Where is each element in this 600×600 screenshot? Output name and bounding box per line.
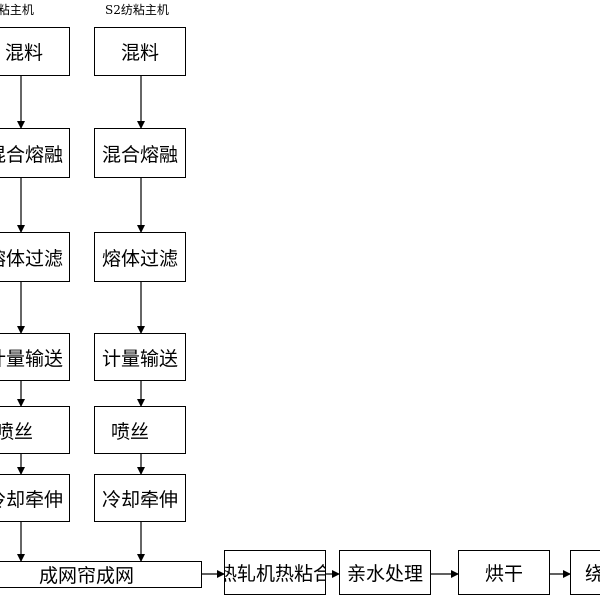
step-drying: 烘干 [458,550,550,595]
step-winding: 绕卷 [570,550,600,595]
s2-step-metering: 计量输送 [94,333,186,381]
s2-step-spinning: 喷丝 [94,406,186,454]
s1-step-spinning: 喷丝 [0,406,70,454]
s1-step-filtering: 熔体过滤 [0,232,70,282]
s1-step-mixing: 混料 [0,27,70,76]
s2-column-title: S2纺粘主机 [105,3,169,17]
s2-step-cooling: 冷却牵伸 [94,474,186,522]
s1-step-cooling: 冷却牵伸 [0,474,70,522]
s2-step-mixing: 混料 [94,27,186,76]
step-hot-rolling-bonding: 热轧机热粘合 [224,550,326,595]
step-hydrophilic-treatment: 亲水处理 [339,550,431,595]
s2-step-filtering: 熔体过滤 [94,232,186,282]
s1-step-melting: 混合熔融 [0,128,70,178]
s1-column-title: S1纺粘主机 [0,3,34,17]
s2-step-melting: 混合熔融 [94,128,186,178]
s1-step-metering: 计量输送 [0,333,70,381]
step-web-forming: 成网帘成网 [0,561,202,588]
